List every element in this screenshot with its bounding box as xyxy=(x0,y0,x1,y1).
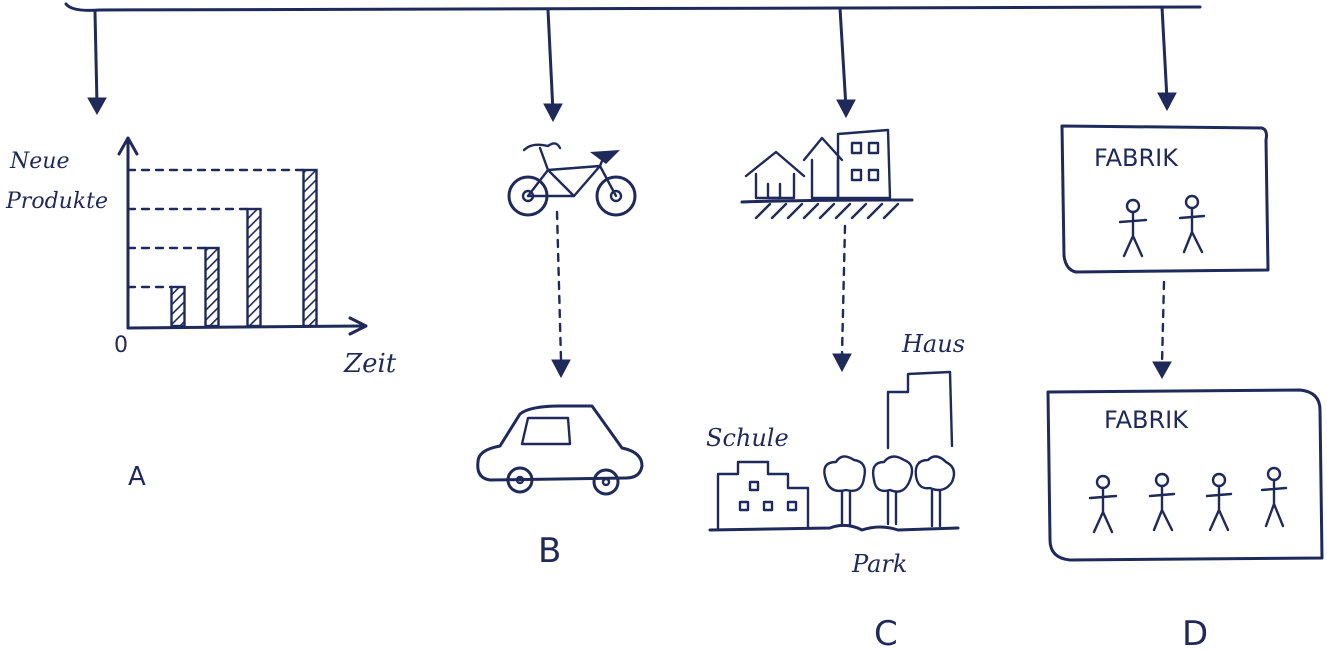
panel-letter-a: A xyxy=(128,462,146,492)
x-axis-label: Zeit xyxy=(343,349,397,379)
panel-a-chart: Neue Produkte 0 Zeit xyxy=(5,136,397,379)
school-label: Schule xyxy=(706,424,789,452)
chart-bar xyxy=(246,207,262,328)
car-icon xyxy=(476,404,644,496)
x-axis xyxy=(126,324,364,330)
y-axis-label-line1: Neue xyxy=(9,149,69,174)
panel-letter-b: B xyxy=(538,531,561,571)
factory-large-icon: FABRIK xyxy=(1046,388,1324,562)
arrow-to-b xyxy=(543,8,563,123)
factory-small-icon: FABRIK xyxy=(1060,124,1270,274)
factory-label-bottom: FABRIK xyxy=(1104,406,1189,434)
house-label: Haus xyxy=(901,330,965,358)
park-label: Park xyxy=(851,550,907,578)
panel-letter-c: C xyxy=(874,614,898,651)
chart-bar xyxy=(170,285,186,328)
arrow-village-to-town xyxy=(832,224,852,373)
person-icon xyxy=(1088,474,1118,534)
person-icon xyxy=(1260,466,1288,528)
top-bracket-line xyxy=(64,2,1202,12)
bars-layer xyxy=(126,168,318,328)
arrow-factory-to-factory xyxy=(1152,280,1172,380)
panel-letter-d: D xyxy=(1182,614,1208,651)
village-icon xyxy=(740,128,914,220)
factory-label-top: FABRIK xyxy=(1094,144,1179,172)
town-icon: Haus Schule Park xyxy=(706,330,965,578)
arrow-to-d xyxy=(1157,5,1177,112)
person-icon xyxy=(1178,194,1206,254)
arrow-to-c xyxy=(836,6,856,119)
arrow-to-a xyxy=(87,10,107,116)
person-icon xyxy=(1118,198,1148,258)
chart-bar xyxy=(204,246,220,328)
person-icon xyxy=(1148,472,1176,532)
y-axis-arrowhead xyxy=(117,136,139,156)
chart-bar xyxy=(302,168,318,328)
y-axis-label-line2: Produkte xyxy=(5,189,108,214)
origin-label: 0 xyxy=(114,333,128,358)
x-axis-arrowhead xyxy=(348,316,368,336)
person-icon xyxy=(1205,472,1233,532)
arrow-bicycle-to-car xyxy=(551,210,571,379)
bicycle-icon xyxy=(507,142,637,217)
